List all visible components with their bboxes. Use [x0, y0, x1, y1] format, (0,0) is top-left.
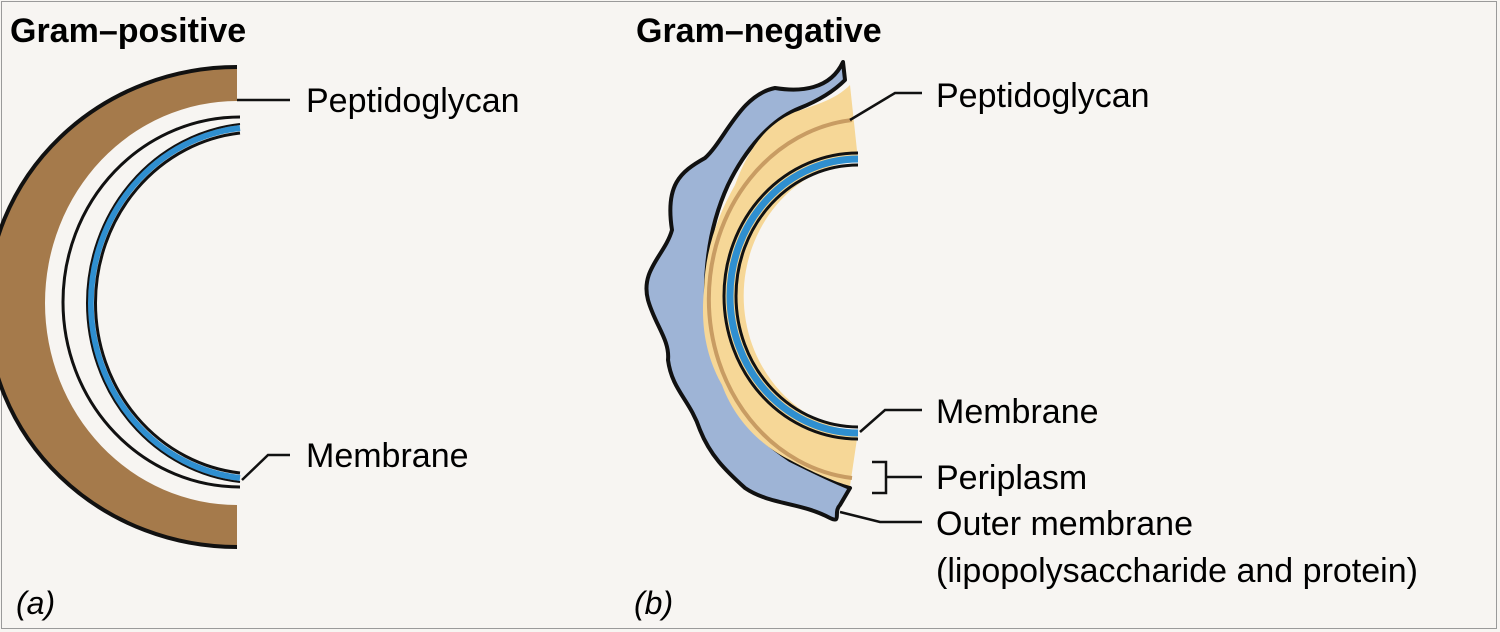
gram-negative-periplasm: [702, 85, 858, 486]
gram-positive-membrane-outline-out: [86, 123, 241, 483]
gram-negative-peptidoglycan-label: Peptidoglycan: [936, 77, 1150, 115]
panel-b-tag: (b): [634, 585, 673, 621]
gram-negative-title: Gram–negative: [636, 12, 882, 50]
gram-negative-membrane-outline-in: [734, 163, 859, 429]
outer-membrane-label: Outer membrane: [936, 505, 1193, 543]
gram-negative-membrane-outline-out: [722, 151, 859, 441]
outer-membrane-leader: [839, 510, 922, 524]
gram-positive-illustration: [0, 65, 290, 549]
gram-positive-membrane: [87, 125, 241, 481]
gram-positive-peptidoglycan-layer: [0, 67, 237, 547]
gram-negative-membrane-leader: [859, 408, 922, 433]
periplasm-bracket: [872, 460, 888, 495]
gram-negative-membrane: [726, 155, 859, 437]
gram-positive-inner-edge: [61, 115, 241, 489]
gram-positive-peptidoglycan-label: Peptidoglycan: [306, 82, 520, 120]
outer-membrane-detail-label: (lipopolysaccharide and protein): [936, 552, 1418, 590]
gram-positive-membrane-outline-in: [93, 131, 241, 475]
panel-a-tag: (a): [16, 585, 55, 621]
gram-positive-title: Gram–positive: [10, 12, 246, 50]
gram-positive-peptidoglycan-outer-edge: [0, 65, 238, 549]
gram-negative-outer-membrane: [644, 60, 852, 522]
gram-negative-peptidoglycan-line: [706, 118, 853, 480]
periplasm-label: Periplasm: [936, 459, 1087, 497]
gram-negative-illustration: [644, 60, 922, 524]
gram-negative-membrane-label: Membrane: [936, 393, 1099, 431]
gram-negative-peptidoglycan-leader: [849, 91, 922, 122]
gram-positive-membrane-label: Membrane: [306, 437, 469, 475]
gram-positive-membrane-leader: [241, 453, 290, 481]
